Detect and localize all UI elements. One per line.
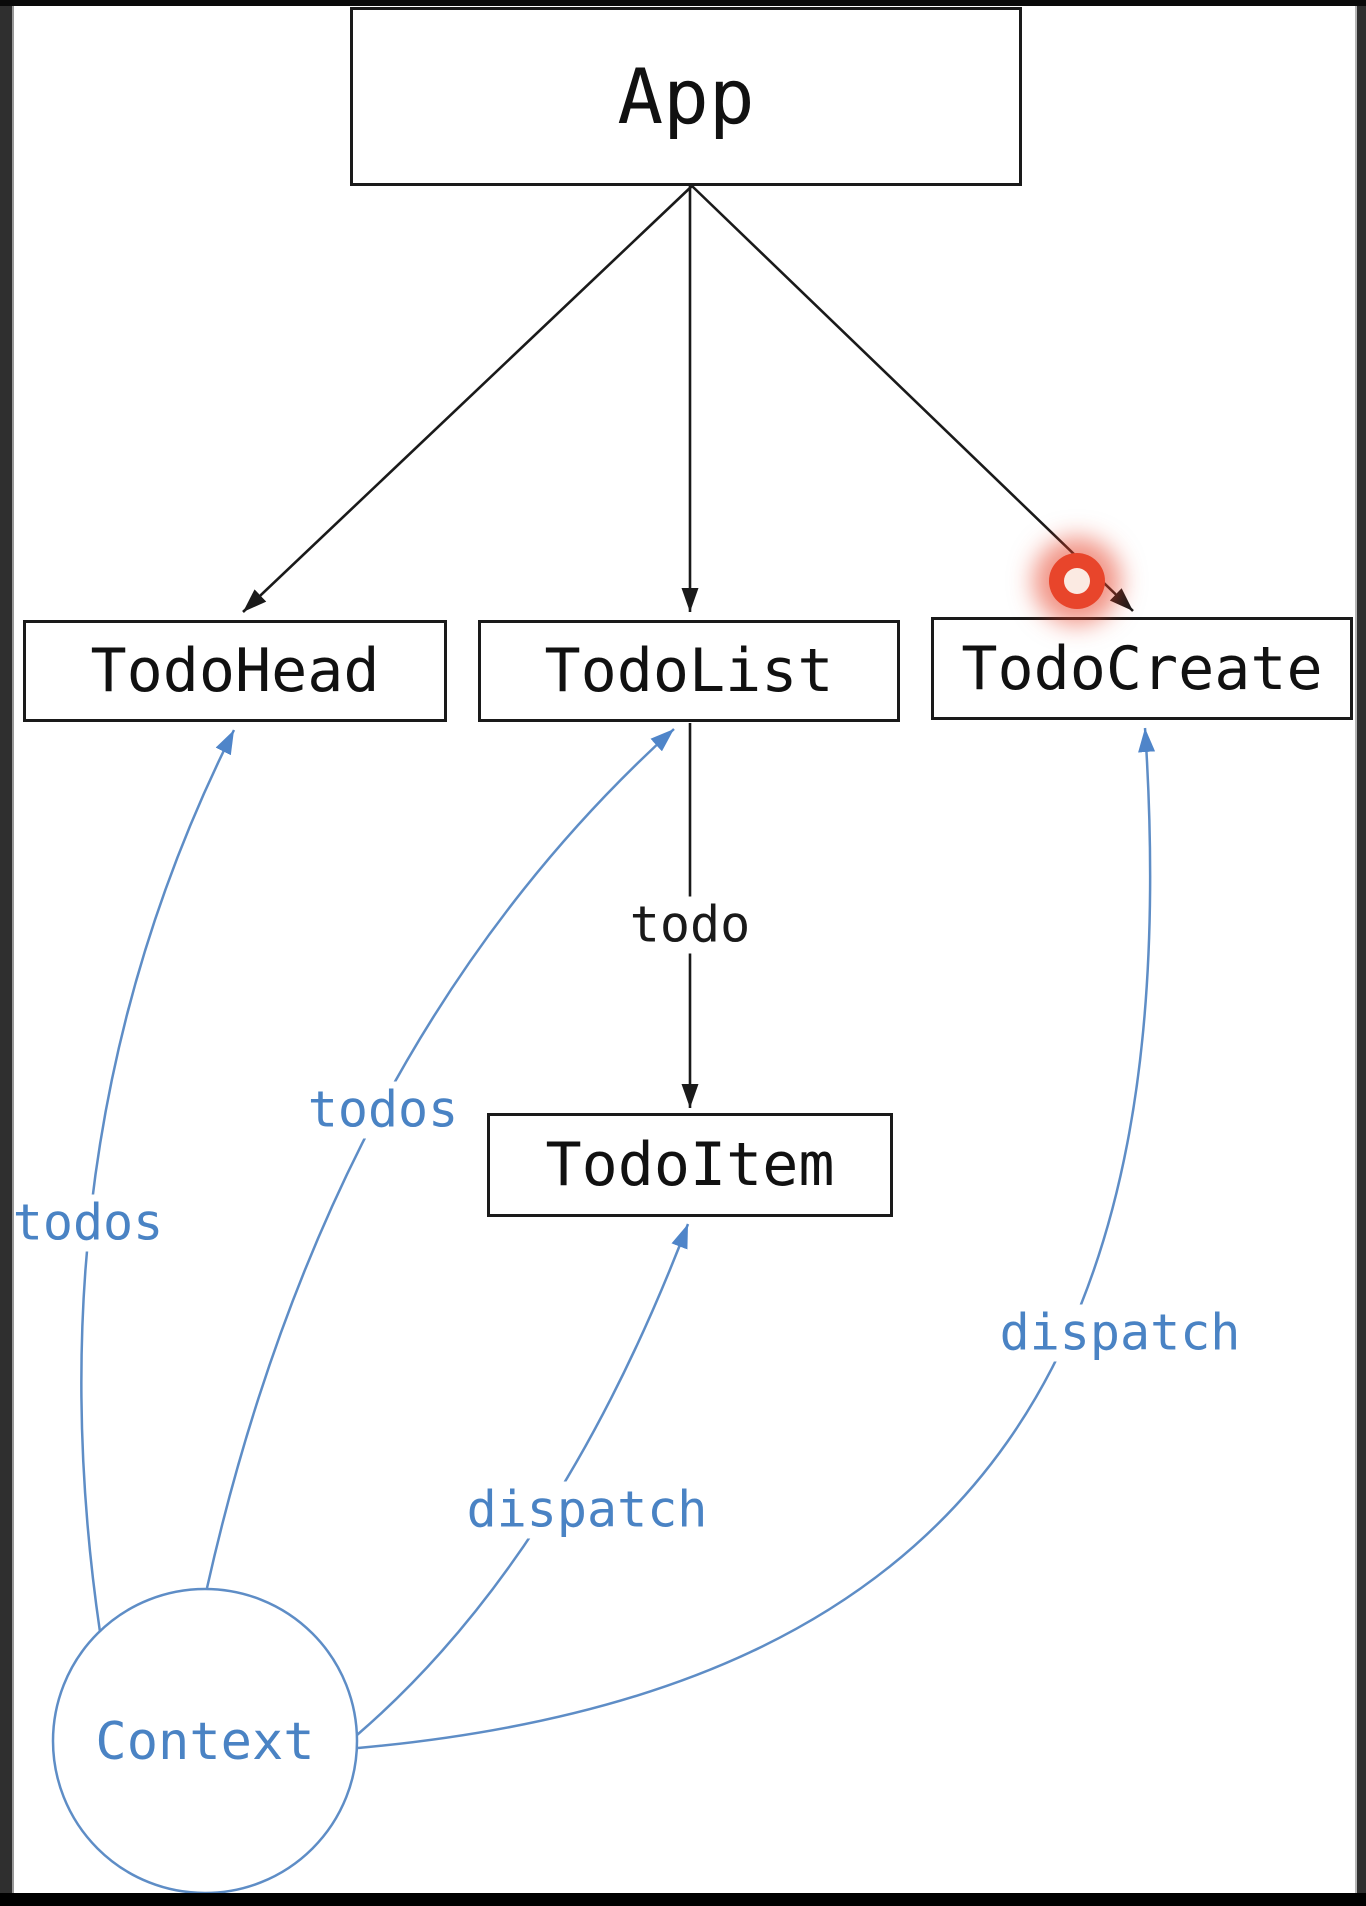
window-frame-left bbox=[0, 0, 14, 1906]
node-todocreate: TodoCreate bbox=[931, 617, 1353, 720]
node-todohead: TodoHead bbox=[23, 620, 447, 722]
node-todolist: TodoList bbox=[478, 620, 900, 722]
edge-app-todohead bbox=[242, 185, 693, 613]
window-frame-right bbox=[1355, 0, 1366, 1906]
node-context-label: Context bbox=[95, 1712, 315, 1772]
window-frame-top bbox=[0, 0, 1366, 6]
edge-label-todos-list: todos bbox=[303, 1081, 463, 1139]
node-todolist-label: TodoList bbox=[544, 636, 834, 706]
node-todoitem-label: TodoItem bbox=[545, 1130, 835, 1200]
edge-app-todocreate bbox=[691, 185, 1134, 612]
node-app: App bbox=[350, 7, 1022, 186]
edge-context-todohead bbox=[80, 729, 236, 1633]
node-todoitem: TodoItem bbox=[487, 1113, 893, 1217]
edge-context-todoitem bbox=[356, 1223, 690, 1736]
node-todocreate-label: TodoCreate bbox=[961, 633, 1323, 704]
node-app-label: App bbox=[617, 52, 755, 141]
click-indicator-core bbox=[1064, 568, 1090, 594]
edge-context-todocreate bbox=[357, 727, 1156, 1750]
click-indicator-icon bbox=[1049, 553, 1105, 609]
node-todohead-label: TodoHead bbox=[90, 636, 380, 706]
edge-label-todos-head: todos bbox=[8, 1194, 168, 1252]
edge-label-todo: todo bbox=[625, 896, 755, 954]
edge-label-dispatch-item: dispatch bbox=[462, 1481, 712, 1539]
edge-label-dispatch-create: dispatch bbox=[995, 1304, 1245, 1362]
window-frame-bottom bbox=[0, 1893, 1366, 1906]
